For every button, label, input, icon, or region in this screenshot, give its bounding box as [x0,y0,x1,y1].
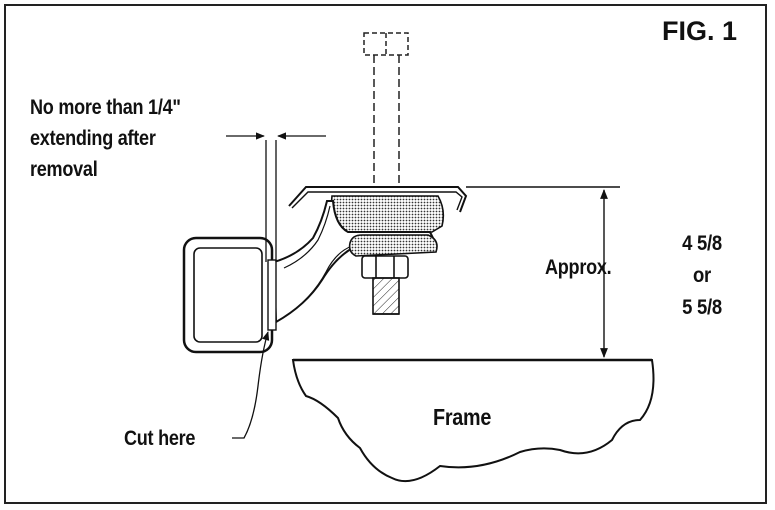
nut-and-stud [361,255,409,315]
figure-title: FIG. 1 [662,16,738,46]
upper-insulator [330,195,445,233]
extension-dimension [226,132,326,262]
note-line: extending after [30,127,156,150]
upper-bracket [288,186,468,213]
dimension-values: 4 5/8 or 5 5/8 [665,228,739,324]
cut-leader [232,331,270,439]
extension-note: No more than 1/4" extending after remova… [30,92,181,185]
height-dimension [466,186,620,358]
dimension-line: 4 5/8 [682,232,722,255]
note-line: No more than 1/4" [30,96,181,119]
box-tube [182,236,277,354]
dimension-line: 5 5/8 [682,296,722,319]
approx-label: Approx. [545,256,612,279]
frame-label: Frame [433,404,492,430]
cut-here-label: Cut here [124,427,196,450]
bolt [363,32,409,183]
lower-insulator [348,234,438,257]
dimension-line: or [693,264,711,287]
vehicle-frame [291,358,655,482]
bracket-arm [272,200,436,324]
note-line: removal [30,158,98,181]
